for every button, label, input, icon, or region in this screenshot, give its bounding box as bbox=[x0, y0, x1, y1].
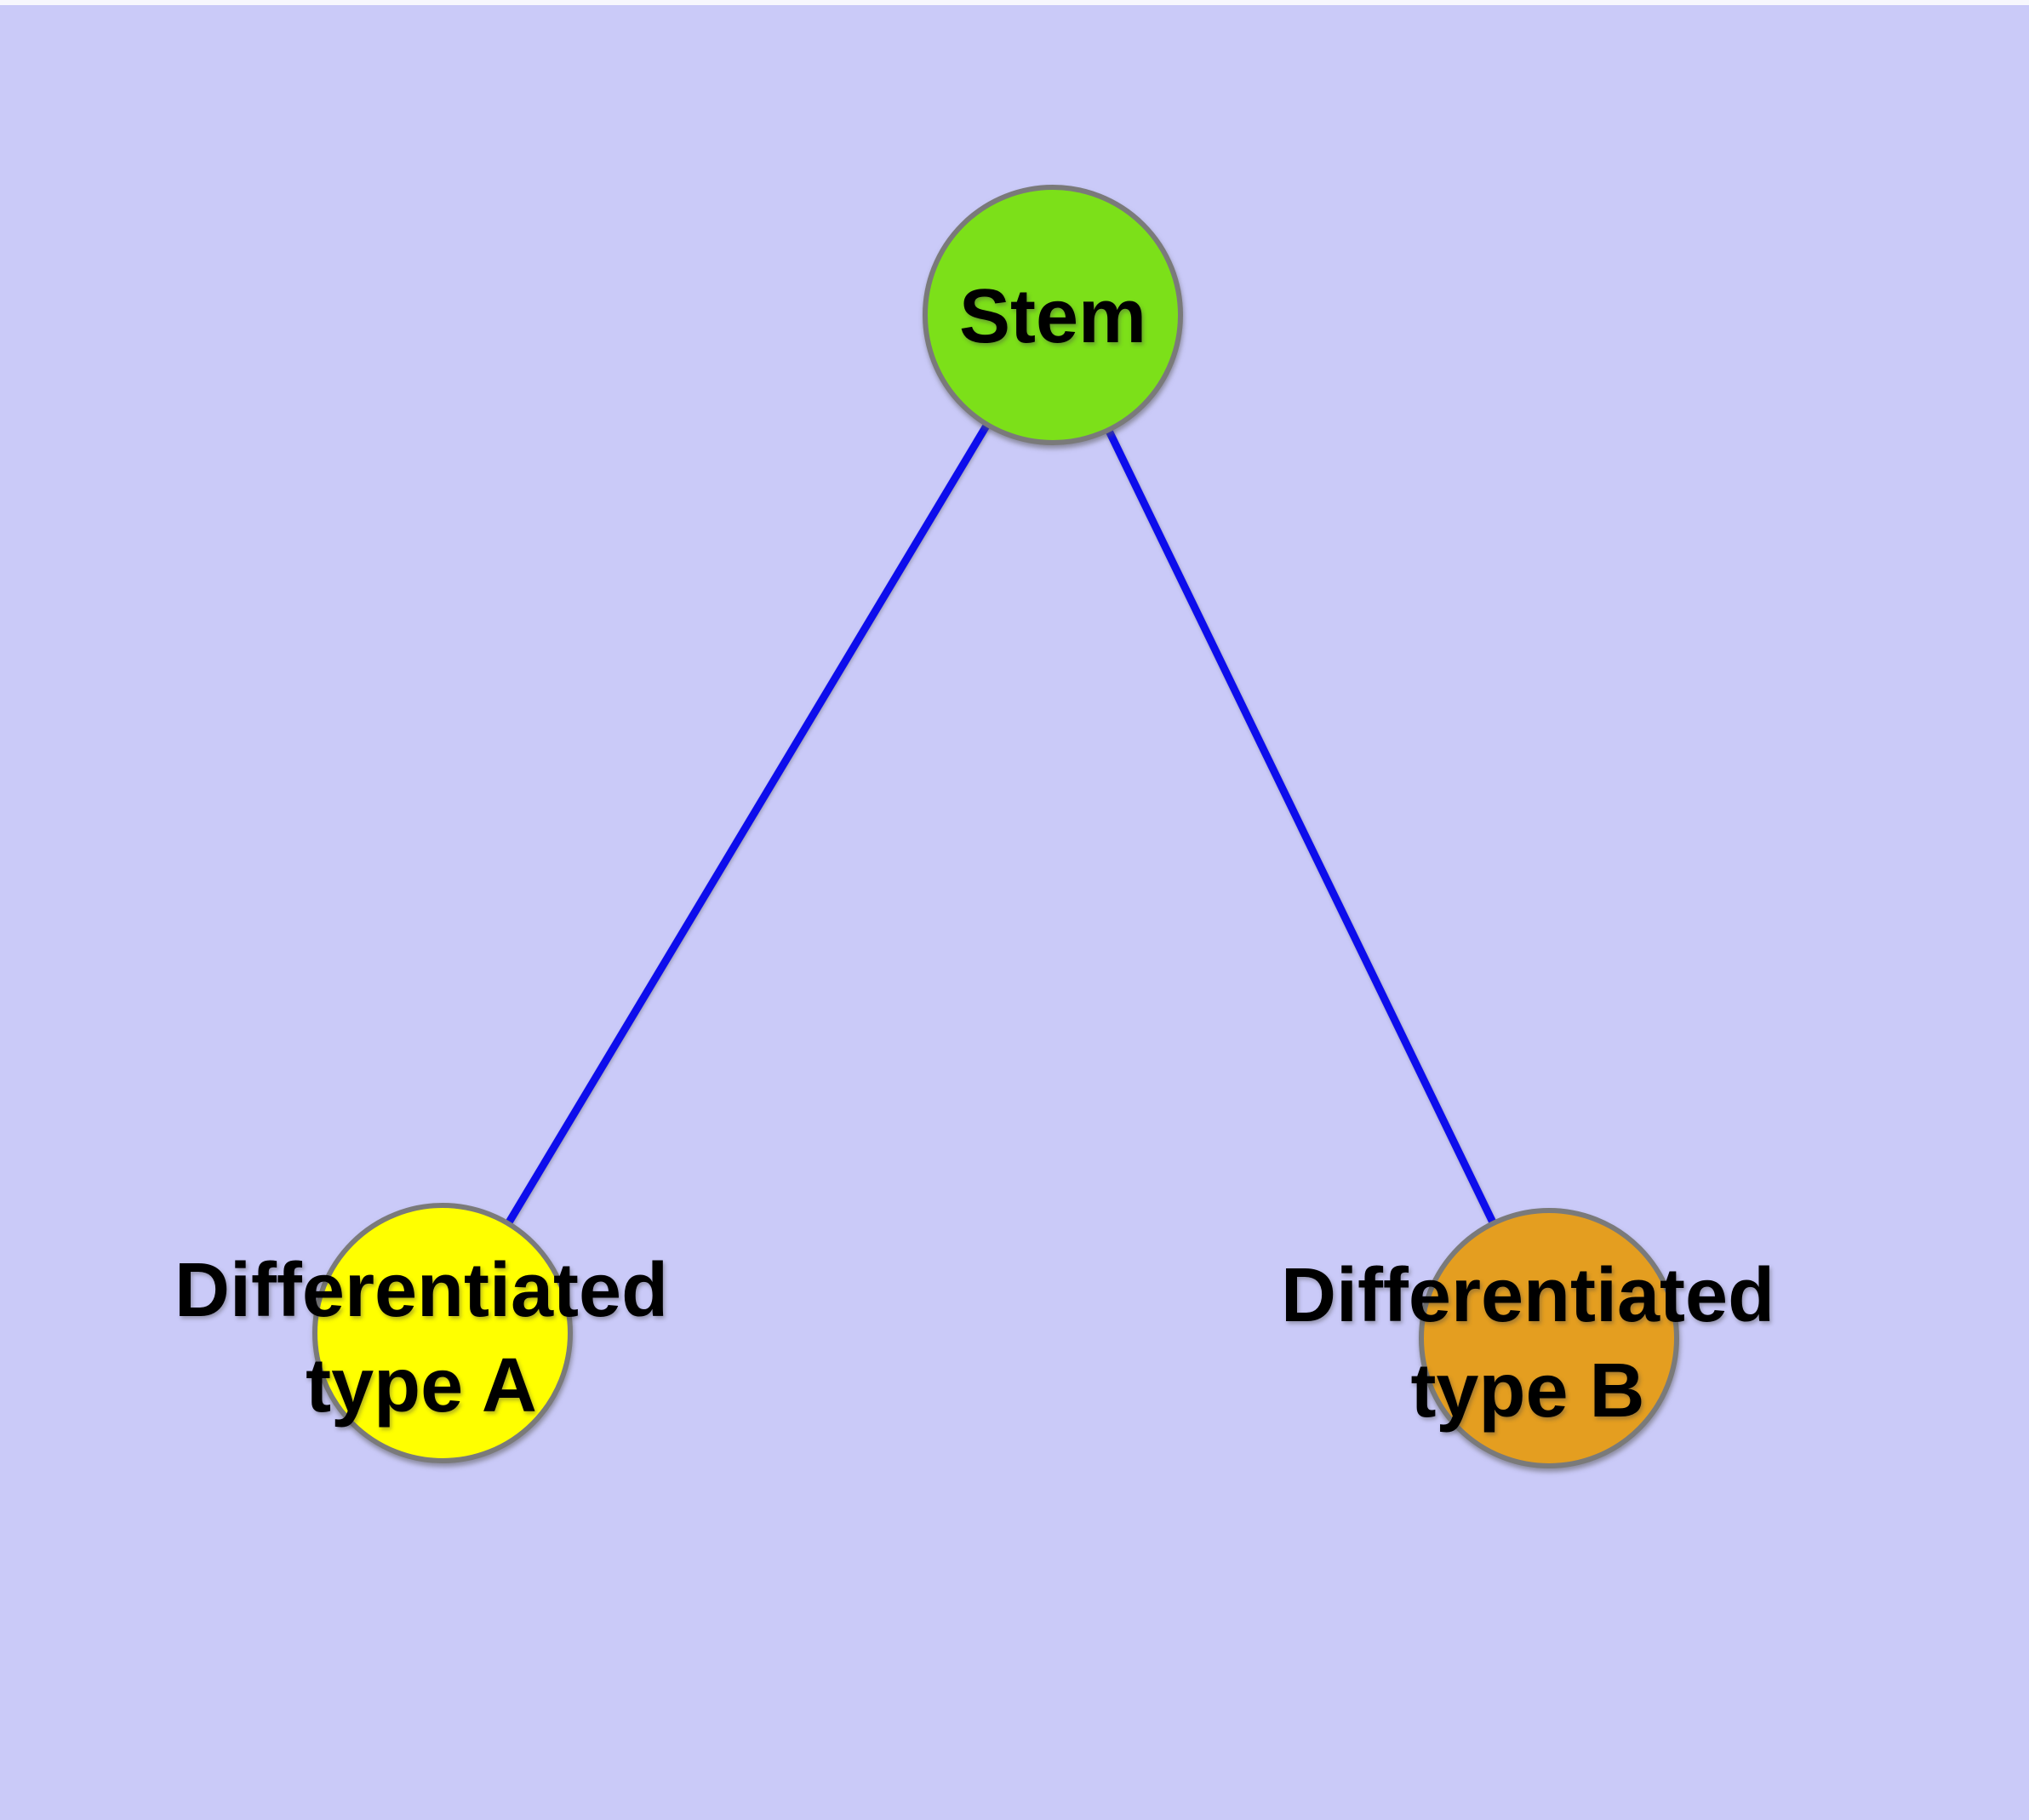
edge-stem-to-type-b bbox=[1049, 313, 1553, 1340]
node-label-text: type B bbox=[1410, 1348, 1645, 1434]
node-label-text: Stem bbox=[958, 274, 1147, 359]
node-type-a bbox=[312, 1203, 573, 1463]
node-label-text: Differentiated bbox=[1280, 1253, 1775, 1338]
node-label-text: Differentiated bbox=[174, 1248, 669, 1333]
node-stem bbox=[923, 185, 1183, 445]
node-label-text: type A bbox=[306, 1343, 537, 1428]
edge-stem-to-type-a bbox=[439, 312, 1056, 1336]
node-label-type-b: Differentiated type B bbox=[1281, 1248, 1775, 1439]
node-label-type-a: Differentiated type A bbox=[174, 1243, 668, 1434]
node-type-b bbox=[1419, 1208, 1679, 1468]
top-edge-strip bbox=[0, 0, 2029, 5]
node-label-stem: Stem bbox=[959, 269, 1146, 364]
